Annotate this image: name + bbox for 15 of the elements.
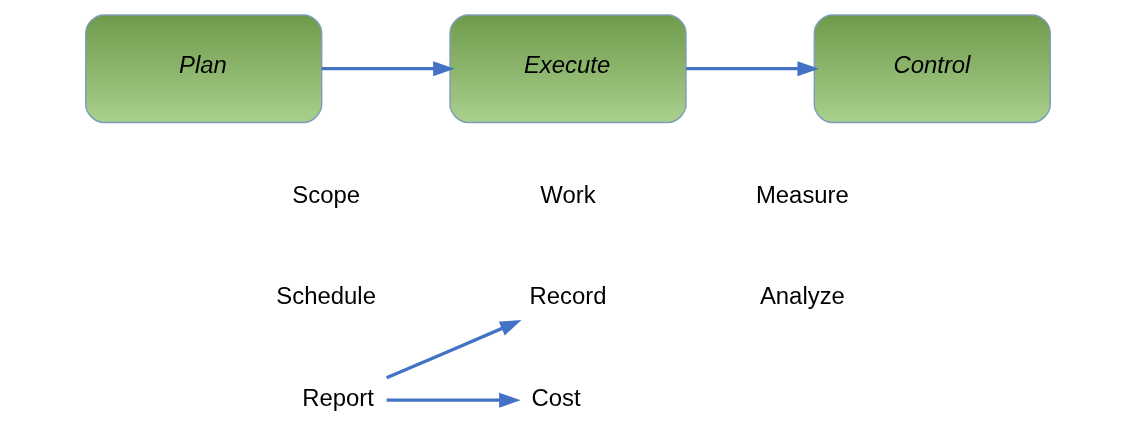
label: Measure: [755, 180, 849, 208]
node-box: Plan: [84, 13, 322, 123]
arrow: [685, 60, 819, 76]
label: Work: [539, 180, 596, 208]
node-box: Execute: [448, 13, 687, 123]
label: Scope: [291, 180, 360, 208]
node-text: Cost: [531, 383, 581, 411]
arrow: [385, 319, 522, 379]
node-text: Report: [301, 383, 374, 411]
label: Schedule: [275, 281, 376, 309]
arrow: [386, 392, 521, 408]
arrow: [321, 60, 455, 76]
node-box: Control: [813, 13, 1051, 123]
label: Analyze: [759, 281, 845, 309]
node-text: Record: [529, 281, 606, 309]
